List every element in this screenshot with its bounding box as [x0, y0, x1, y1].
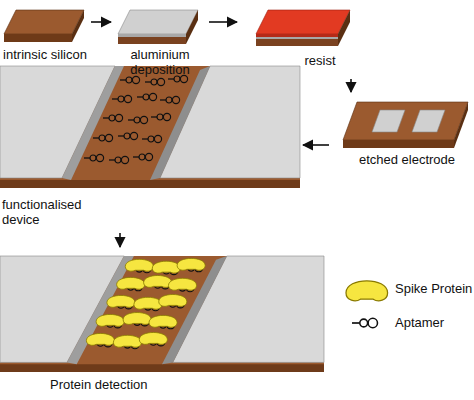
process-stage: resist [240, 4, 370, 76]
process-arrow [91, 21, 111, 23]
stage-label: resist [280, 54, 360, 69]
process-arrow [350, 79, 352, 92]
stage-label: intrinsic silicon [2, 48, 88, 63]
process-stage: etched electrode [332, 95, 472, 195]
legend-label: Aptamer [395, 315, 444, 330]
process-arrow [119, 233, 121, 247]
process-stage: functionalised device [0, 62, 300, 230]
process-arrow [303, 144, 329, 146]
stage-label: etched electrode [352, 153, 462, 168]
process-stage: aluminium deposition [114, 4, 206, 80]
process-stage: Protein detection [0, 250, 340, 398]
process-arrow [209, 21, 237, 23]
stage-label: Protein detection [50, 378, 210, 393]
process-stage: intrinsic silicon [2, 4, 88, 76]
legend-label: Spike Protein [395, 281, 472, 296]
stage-label: functionalised device [2, 198, 98, 228]
stage-label: aluminium deposition [114, 48, 206, 78]
